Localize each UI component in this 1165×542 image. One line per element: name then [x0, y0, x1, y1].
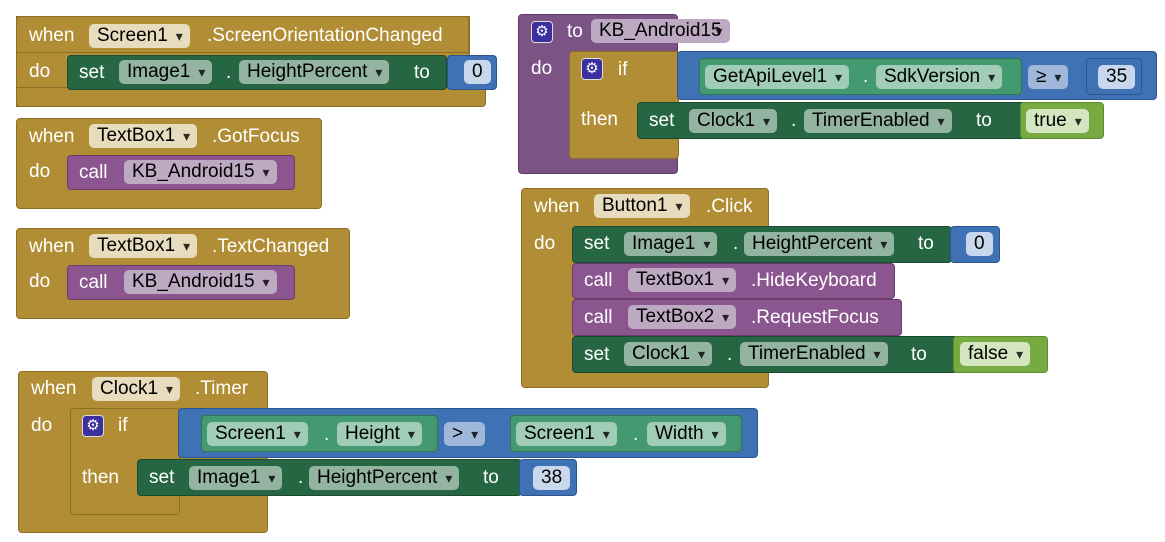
call-method-block[interactable]: [572, 299, 902, 336]
do-keyword: do: [531, 58, 553, 79]
component-dropdown[interactable]: Button1: [594, 194, 690, 218]
number-value[interactable]: 0: [464, 60, 491, 84]
event-name: .TextChanged: [212, 236, 330, 257]
component-dropdown[interactable]: Image1: [119, 60, 213, 84]
to-keyword: to: [567, 21, 583, 42]
component-dropdown[interactable]: TextBox2: [628, 305, 737, 329]
dot-separator: .: [727, 344, 733, 365]
component-dropdown[interactable]: Clock1: [689, 109, 778, 133]
number-value[interactable]: 0: [966, 232, 993, 256]
property-dropdown[interactable]: SdkVersion: [876, 65, 1003, 89]
do-keyword: do: [29, 271, 51, 292]
dot-separator: .: [324, 424, 330, 445]
boolean-dropdown[interactable]: false: [960, 342, 1031, 366]
property-dropdown[interactable]: HeightPercent: [309, 466, 460, 490]
set-keyword: set: [584, 233, 610, 254]
mutator-gear-icon[interactable]: ⚙: [82, 415, 104, 437]
to-keyword: to: [918, 233, 934, 254]
call-keyword: call: [584, 270, 613, 291]
do-keyword: do: [31, 415, 53, 436]
set-keyword: set: [584, 344, 610, 365]
method-name: .RequestFocus: [751, 307, 879, 328]
component-dropdown[interactable]: Clock1: [624, 342, 713, 366]
when-keyword: when: [31, 378, 77, 399]
component-dropdown[interactable]: GetApiLevel1: [705, 65, 850, 89]
property-dropdown[interactable]: Width: [647, 422, 726, 446]
event-name: .Click: [706, 196, 753, 217]
property-dropdown[interactable]: HeightPercent: [744, 232, 895, 256]
number-value[interactable]: 35: [1098, 65, 1136, 89]
event-name: .Timer: [195, 378, 249, 399]
event-name: .GotFocus: [212, 126, 300, 147]
set-keyword: set: [79, 62, 105, 83]
operator-dropdown[interactable]: ≥: [1028, 65, 1069, 89]
when-keyword: when: [534, 196, 580, 217]
to-keyword: to: [414, 62, 430, 83]
to-keyword: to: [976, 110, 992, 131]
then-keyword: then: [581, 109, 618, 130]
component-dropdown[interactable]: Screen1: [89, 24, 190, 48]
when-keyword: when: [29, 236, 75, 257]
property-dropdown[interactable]: Height: [337, 422, 422, 446]
dot-separator: .: [733, 233, 739, 254]
call-keyword: call: [79, 162, 108, 183]
component-dropdown[interactable]: TextBox1: [89, 234, 198, 258]
component-dropdown[interactable]: Screen1: [207, 422, 308, 446]
dot-separator: .: [633, 424, 639, 445]
number-value[interactable]: 38: [533, 466, 571, 490]
property-dropdown[interactable]: HeightPercent: [239, 60, 390, 84]
when-keyword: when: [29, 126, 75, 147]
procedure-dropdown[interactable]: KB_Android15: [124, 160, 277, 184]
procedure-dropdown[interactable]: KB_Android15: [124, 270, 277, 294]
component-dropdown[interactable]: Image1: [624, 232, 718, 256]
do-keyword: do: [29, 161, 51, 182]
if-keyword: if: [618, 59, 628, 80]
component-dropdown[interactable]: TextBox1: [89, 124, 198, 148]
component-dropdown[interactable]: TextBox1: [628, 268, 737, 292]
event-name: .ScreenOrientationChanged: [207, 25, 443, 46]
property-dropdown[interactable]: TimerEnabled: [740, 342, 888, 366]
operator-dropdown[interactable]: >: [444, 422, 486, 446]
component-dropdown[interactable]: Image1: [189, 466, 283, 490]
dot-separator: .: [863, 66, 869, 87]
to-keyword: to: [911, 344, 927, 365]
mutator-gear-icon[interactable]: ⚙: [581, 58, 603, 80]
call-keyword: call: [584, 307, 613, 328]
dot-separator: .: [791, 110, 797, 131]
dot-separator: .: [226, 62, 232, 83]
method-name: .HideKeyboard: [751, 270, 877, 291]
procedure-name-field[interactable]: KB_Android15: [591, 19, 730, 43]
component-dropdown[interactable]: Clock1: [92, 377, 181, 401]
to-keyword: to: [483, 467, 499, 488]
when-keyword: when: [29, 25, 75, 46]
do-keyword: do: [534, 233, 556, 254]
dot-separator: .: [298, 467, 304, 488]
call-keyword: call: [79, 272, 108, 293]
set-keyword: set: [149, 467, 175, 488]
if-keyword: if: [118, 415, 128, 436]
do-keyword: do: [29, 61, 51, 82]
set-keyword: set: [649, 110, 675, 131]
mutator-gear-icon[interactable]: ⚙: [531, 21, 553, 43]
property-dropdown[interactable]: TimerEnabled: [804, 109, 952, 133]
component-dropdown[interactable]: Screen1: [516, 422, 617, 446]
then-keyword: then: [82, 467, 119, 488]
boolean-dropdown[interactable]: true: [1026, 109, 1089, 133]
